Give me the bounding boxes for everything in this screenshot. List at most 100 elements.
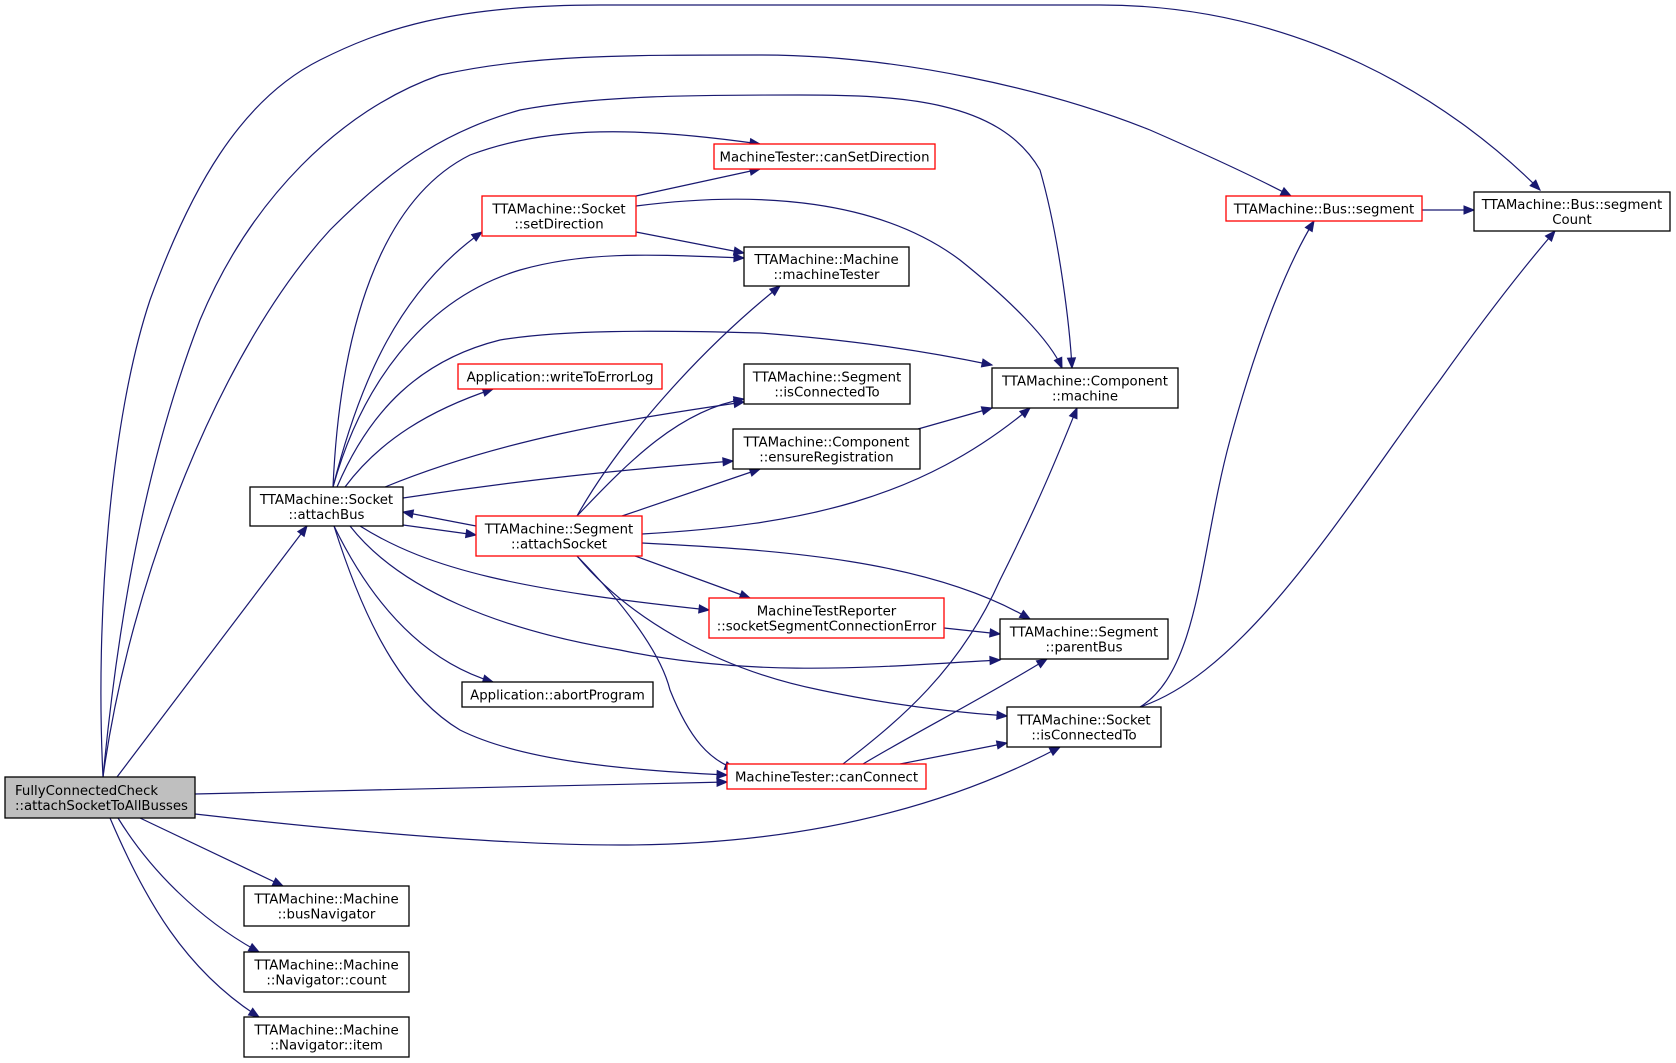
node-box[interactable]: [243, 951, 410, 993]
edge-socket_attachBus-to-writeToErrorLog: [344, 387, 495, 488]
node-label-line: ::Navigator::count: [266, 974, 386, 989]
node-box[interactable]: [475, 515, 643, 557]
node-label-line: ::setDirection: [514, 218, 603, 233]
node-machineTester[interactable]: TTAMachine::Machine::machineTester: [743, 246, 910, 287]
node-box[interactable]: [999, 618, 1169, 660]
node-navigator_item[interactable]: TTAMachine::Machine::Navigator::item: [243, 1016, 410, 1058]
node-segment_isConnectedTo[interactable]: TTAMachine::Segment::isConnectedTo: [743, 363, 911, 405]
node-box[interactable]: [713, 143, 936, 170]
node-canConnect[interactable]: MachineTester::canConnect: [726, 763, 927, 790]
edge-arrowhead: [247, 1007, 261, 1018]
node-label-line: TTAMachine::Machine: [753, 253, 898, 268]
edge-arrowhead: [996, 710, 1009, 720]
node-socket_isConnectedTo[interactable]: TTAMachine::Socket::isConnectedTo: [1006, 706, 1162, 748]
edge-line: [102, 94, 1073, 778]
edge-line: [635, 231, 745, 254]
edge-socket_isConnectedTo-to-bus_segmentCount: [1139, 229, 1556, 708]
edge-line: [333, 525, 494, 683]
node-socket_setDirection[interactable]: TTAMachine::Socket::setDirection: [481, 195, 637, 237]
node-label-line: TTAMachine::Socket: [1016, 714, 1150, 729]
node-label-line: TTAMachine::Segment: [1009, 626, 1159, 641]
node-bus_segment[interactable]: TTAMachine::Bus::segment: [1225, 195, 1423, 222]
edge-socket_isConnectedTo-to-bus_segment: [1139, 219, 1315, 708]
node-box[interactable]: [461, 681, 654, 708]
node-box[interactable]: [1225, 195, 1423, 222]
edge-socket_attachBus-to-canSetDirection: [332, 131, 762, 488]
node-label-line: ::machineTester: [774, 268, 880, 283]
edge-arrowhead: [716, 777, 729, 787]
edge-socket_attachBus-to-abortProgram: [333, 525, 495, 684]
node-box[interactable]: [243, 1016, 410, 1058]
edge-root-to-canConnect: [194, 777, 729, 795]
edge-line: [621, 468, 761, 517]
edge-line: [194, 746, 1061, 846]
edge-socket_attachBus-to-machineTester: [332, 252, 746, 488]
edge-line: [139, 817, 284, 887]
edge-arrowhead: [464, 528, 478, 539]
edge-line: [332, 131, 761, 488]
node-ensureRegistration[interactable]: TTAMachine::Component::ensureRegistratio…: [732, 428, 921, 470]
edge-socket_setDirection-to-canSetDirection: [635, 166, 762, 197]
node-writeToErrorLog[interactable]: Application::writeToErrorLog: [457, 363, 663, 390]
node-label-line: FullyConnectedCheck: [15, 784, 158, 799]
edge-arrowhead: [989, 655, 1002, 666]
node-label-line: ::parentBus: [1045, 641, 1122, 656]
node-label-line: ::socketSegmentConnectionError: [717, 620, 937, 635]
node-box[interactable]: [481, 195, 637, 237]
node-box[interactable]: [249, 486, 404, 527]
node-busNavigator[interactable]: TTAMachine::Machine::busNavigator: [243, 885, 410, 927]
node-label-line: TTAMachine::Bus::segment: [1233, 203, 1414, 218]
node-box[interactable]: [743, 246, 910, 287]
edge-line: [384, 401, 745, 488]
edge-line: [1139, 220, 1315, 708]
node-box[interactable]: [732, 428, 921, 470]
edge-line: [899, 742, 1008, 765]
node-label-line: ::Navigator::item: [270, 1039, 383, 1054]
node-root[interactable]: FullyConnectedCheck::attachSocketToAllBu…: [4, 776, 196, 819]
node-segment_attachSocket[interactable]: TTAMachine::Segment::attachSocket: [475, 515, 643, 557]
edge-arrowhead: [980, 358, 994, 368]
edge-arrowhead: [768, 285, 782, 297]
node-box[interactable]: [726, 763, 927, 790]
edge-segment_attachSocket-to-segment_parentBus: [641, 542, 1032, 620]
node-label-line: TTAMachine::Bus::segment: [1481, 198, 1662, 213]
edge-segment_attachSocket-to-socketSegmentConnectionError: [634, 555, 752, 599]
node-box[interactable]: [991, 367, 1179, 409]
node-box[interactable]: [457, 363, 663, 390]
node-box[interactable]: [1473, 191, 1671, 232]
edge-root-to-component_machine: [102, 94, 1077, 778]
node-segment_parentBus[interactable]: TTAMachine::Segment::parentBus: [999, 618, 1169, 660]
edge-arrowhead: [1035, 658, 1049, 669]
node-box[interactable]: [708, 597, 945, 639]
node-label-line: TTAMachine::Machine: [253, 1024, 398, 1039]
edge-segment_attachSocket-to-segment_isConnectedTo: [576, 396, 746, 517]
node-box[interactable]: [743, 363, 911, 405]
node-navigator_count[interactable]: TTAMachine::Machine::Navigator::count: [243, 951, 410, 993]
edge-root-to-socket_attachBus: [116, 524, 308, 778]
node-box[interactable]: [4, 776, 196, 819]
node-box[interactable]: [1006, 706, 1162, 748]
node-component_machine[interactable]: TTAMachine::Component::machine: [991, 367, 1179, 409]
edge-arrowhead: [1068, 406, 1078, 420]
edge-line: [332, 254, 745, 488]
node-socketSegmentConnectionError[interactable]: MachineTestReporter::socketSegmentConnec…: [708, 597, 945, 639]
node-label-line: TTAMachine::Machine: [253, 959, 398, 974]
edge-line: [332, 231, 483, 488]
node-canSetDirection[interactable]: MachineTester::canSetDirection: [713, 143, 936, 170]
edge-line: [102, 54, 1292, 778]
edge-arrowhead: [732, 246, 746, 256]
edge-line: [100, 4, 1541, 778]
node-socket_attachBus[interactable]: TTAMachine::Socket::attachBus: [249, 486, 404, 527]
node-box[interactable]: [243, 885, 410, 927]
node-abortProgram[interactable]: Application::abortProgram: [461, 681, 654, 708]
edge-arrowhead: [1529, 179, 1541, 191]
edge-segment_attachSocket-to-component_machine: [641, 407, 1032, 535]
edge-arrowhead: [698, 604, 711, 614]
node-label-line: MachineTestReporter: [757, 605, 897, 620]
edge-root-to-busNavigator: [139, 817, 285, 887]
edge-canConnect-to-socket_isConnectedTo: [899, 740, 1009, 765]
edge-socket_attachBus-to-ensureRegistration: [402, 457, 735, 499]
edge-socket_attachBus-to-canConnect: [333, 525, 729, 780]
